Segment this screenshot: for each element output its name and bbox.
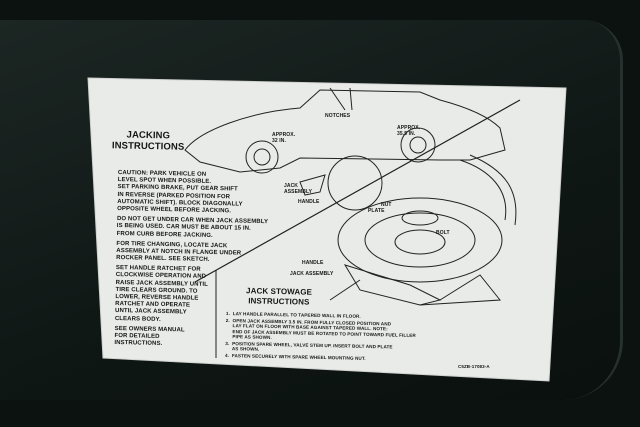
stowage-steps: 1. LAY HANDLE PARALLEL TO TAPERED WALL I… — [225, 311, 416, 362]
label-nut: NUT — [381, 202, 392, 208]
divider-line — [194, 99, 521, 283]
car-jacking-diagram — [184, 87, 506, 211]
label-notches: NOTCHES — [325, 113, 351, 119]
part-number: C5ZB-17083-A — [458, 364, 490, 369]
label-jack-assembly: JACK ASSEMBLY — [284, 183, 313, 195]
label-bolt: BOLT — [436, 230, 450, 236]
caution-paragraph: CAUTION: PARK VEHICLE ON LEVEL SPOT WHEN… — [117, 170, 243, 215]
label-approx-rear: APPROX. 35.5 IN. — [397, 125, 421, 137]
stowage-title: JACK STOWAGE INSTRUCTIONS — [246, 286, 313, 307]
caution-paragraph: DO NOT GET UNDER CAR WHEN JACK ASSEMBLY … — [116, 216, 269, 239]
jacking-title: JACKING INSTRUCTIONS — [111, 129, 185, 154]
label-plate: PLATE — [368, 208, 385, 214]
spare-wheel-diagram — [329, 154, 517, 306]
label-handle-stowage: HANDLE — [302, 260, 324, 266]
label-approx-front: APPROX. 32 IN. — [272, 132, 296, 144]
stowage-step: 2. OPEN JACK ASSEMBLY 3.5 IN. FROM FULLY… — [225, 317, 416, 340]
label-jack-assembly-stowage: JACK ASSEMBLY — [290, 271, 334, 277]
label-handle: HANDLE — [298, 199, 320, 205]
caution-paragraph: FOR TIRE CHANGING, LOCATE JACK ASSEMBLY … — [116, 240, 242, 263]
